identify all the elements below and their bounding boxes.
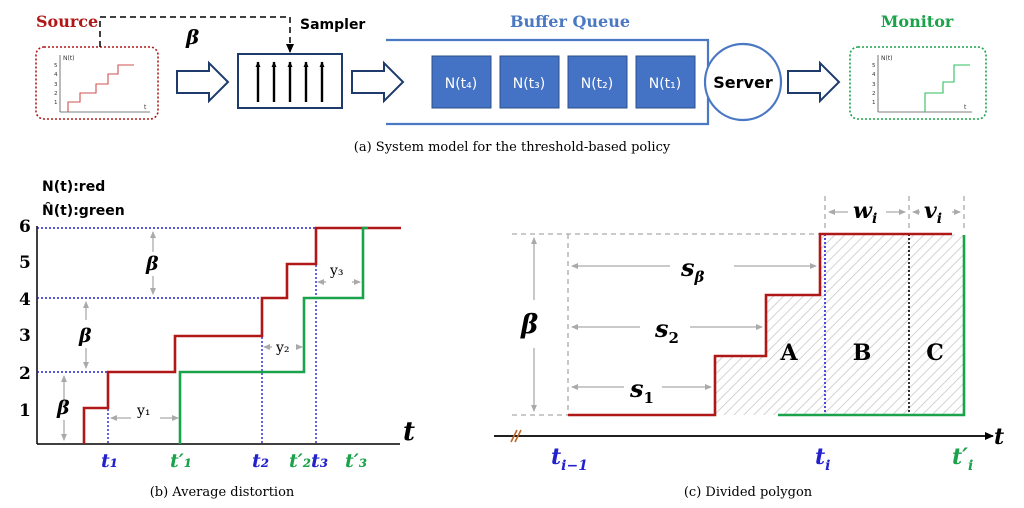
block-arrow-right-icon: [787, 60, 841, 104]
axis-break-icon: [510, 429, 522, 443]
caption-b: (b) Average distortion: [150, 485, 295, 500]
queue-item-label: N(t₃): [513, 76, 546, 92]
queue-items: N(t₄) N(t₃) N(t₂) N(t₁): [431, 55, 696, 109]
monitor-mini-tick: 5: [872, 63, 876, 69]
y-tick: 1: [19, 401, 31, 421]
x-label-t1-prime: t′₁: [170, 450, 192, 472]
region-c-label: C: [926, 340, 944, 366]
beta-arrows-b: [61, 231, 156, 441]
w-label: wi: [853, 198, 877, 227]
t-i-prime-label: t′i: [952, 444, 973, 474]
source-mini-axis-label: N(t): [63, 55, 75, 62]
source-mini-tick: 5: [54, 63, 58, 69]
block-arrow-right-icon: [176, 60, 230, 104]
t-prev-label: ti−1: [551, 444, 588, 474]
x-label-t1: t₁: [101, 450, 118, 472]
sampler-feedback-dashed-line: [99, 16, 294, 53]
queue-item: [499, 55, 560, 109]
source-mini-tick: 2: [54, 91, 58, 97]
red-staircase-c: [568, 232, 952, 417]
source-mini-plot: N(t) t 1 2 3 4 5: [54, 55, 150, 113]
monitor-label: Monitor: [881, 12, 954, 31]
monitor-mini-tick: 1: [872, 100, 876, 106]
hatched-region: [715, 234, 963, 415]
region-b-label: B: [853, 340, 872, 366]
queue-item-label: N(t₄): [445, 76, 478, 92]
monitor-mini-tick: 2: [872, 91, 876, 97]
source-box: [35, 46, 159, 120]
buffer-queue-label: Buffer Queue: [510, 12, 630, 31]
source-mini-tick: 1: [54, 100, 58, 106]
source-mini-t-label: t: [144, 104, 147, 111]
sampler-label: Sampler: [300, 17, 365, 33]
x-label-t3: t₃: [311, 450, 328, 472]
vertical-arrows-icon: [255, 61, 325, 102]
y-tick: 4: [19, 290, 31, 310]
block-arrow-right-icon: [351, 60, 405, 104]
region-a-label: A: [779, 340, 798, 366]
y-tick: 3: [19, 326, 31, 346]
beta-label-b: β: [78, 325, 92, 347]
t-axis-label: t: [403, 417, 415, 447]
y-tick: 2: [19, 364, 31, 384]
green-curve-c: [778, 235, 966, 417]
source-mini-tick: 4: [54, 72, 58, 78]
monitor-mini-plot: N(t) t 1 2 3 4 5: [872, 55, 972, 113]
beta-label-a: β: [185, 25, 199, 49]
panel-b-average-distortion: N(t):red N̂(t):green t 1 2 3 4 5 6 β β: [19, 179, 415, 500]
monitor-mini-staircase: [924, 64, 970, 112]
panel-a-system-model: Source N(t) t 1 2 3 4 5 β Sampler: [35, 12, 987, 155]
source-mini-staircase: [67, 64, 134, 112]
monitor-mini-tick: 3: [872, 82, 876, 88]
y3-label: y₃: [329, 263, 344, 279]
y1-label: y₁: [136, 403, 151, 419]
queue-item-label: N(t₂): [581, 76, 614, 92]
queue-item: [431, 55, 492, 109]
panel-c-divided-polygon: β sβ s2 s1 wi vi A B C: [494, 196, 1004, 500]
server-label: Server: [713, 73, 773, 92]
queue-item: [567, 55, 628, 109]
gray-dashed-guides: [512, 196, 965, 416]
t-i-label: ti: [815, 444, 831, 474]
monitor-mini-t-label: t: [964, 104, 967, 111]
y-tick: 5: [19, 253, 31, 273]
beta-label-b: β: [145, 253, 159, 275]
ylabel-red: N(t):red: [42, 179, 105, 195]
green-staircase-Nhat: [178, 226, 368, 444]
x-label-t2-prime: t′₂: [289, 450, 311, 472]
y-interval-arrows: [110, 279, 361, 421]
source-label: Source: [36, 12, 98, 31]
beta-label-b: β: [56, 397, 70, 419]
red-staircase-N: [82, 226, 401, 444]
monitor-box: [849, 46, 987, 120]
s2-label: s2: [654, 314, 679, 347]
t-axis-label-c: t: [994, 424, 1004, 450]
source-mini-tick: 3: [54, 82, 58, 88]
x-label-t3-prime: t′₃: [345, 450, 367, 472]
ylabel-green: N̂(t):green: [42, 202, 125, 219]
y-tick: 6: [19, 217, 31, 237]
x-label-t2: t₂: [252, 450, 269, 472]
beta-label-c: β: [520, 310, 538, 340]
caption-c: (c) Divided polygon: [684, 485, 813, 500]
server-circle: [703, 42, 783, 122]
caption-a: (a) System model for the threshold-based…: [354, 140, 671, 155]
monitor-mini-tick: 4: [872, 72, 876, 78]
s-beta-label: sβ: [680, 253, 705, 286]
monitor-mini-axis-label: N(t): [881, 55, 893, 62]
queue-item: [635, 55, 696, 109]
s-interval-arrows: [571, 209, 961, 390]
y2-label: y₂: [275, 340, 290, 356]
v-label: vi: [924, 198, 942, 227]
queue-item-label: N(t₁): [649, 76, 682, 92]
s1-label: s1: [629, 374, 654, 407]
